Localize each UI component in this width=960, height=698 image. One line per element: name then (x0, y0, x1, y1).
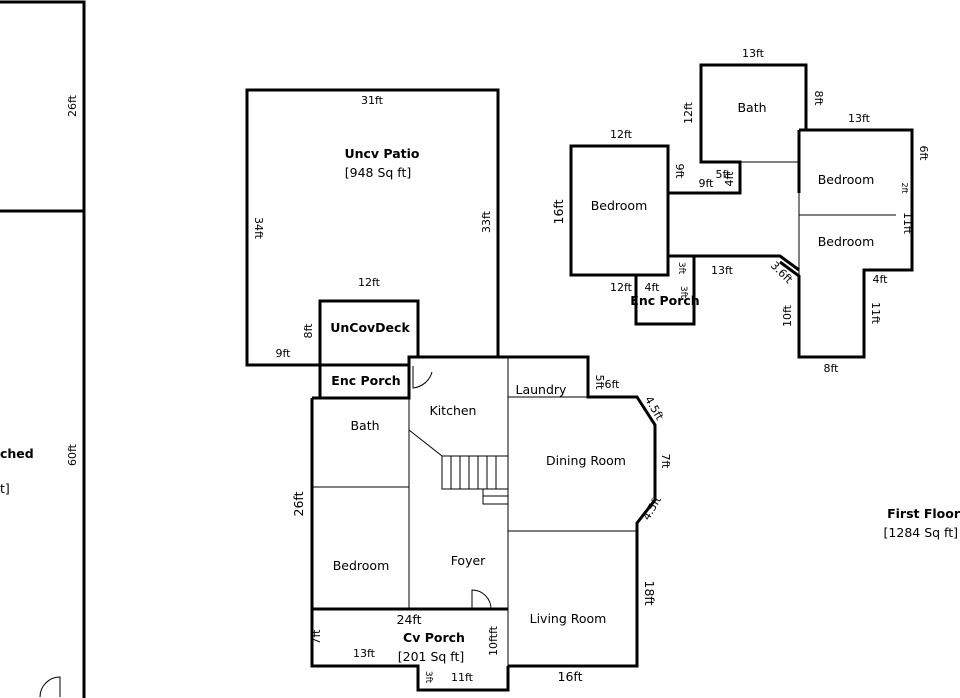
dim-living-18ft: 18ft (642, 581, 657, 606)
room-kitchen: Kitchen (430, 403, 477, 418)
left-building: 26ft 60ft ched t] (0, 0, 86, 698)
dim-upper-bath-top: 13ft (742, 47, 765, 60)
cv-porch-area: [201 Sq ft] (398, 649, 465, 664)
room-living: Living Room (530, 611, 607, 626)
dim-upper-right-2ft: 2ft (900, 183, 909, 194)
room-foyer: Foyer (451, 553, 486, 568)
dim-dining-mid: 7ft (659, 454, 672, 470)
dim-patio-9ft: 9ft (276, 347, 292, 360)
main-house: Enc Porch Kitchen Laundry (291, 355, 672, 692)
dim-upper-bath-left: 12ft (682, 101, 695, 124)
patio: 31ft Uncv Patio [948 Sq ft] 34ft 33ft 9f… (245, 88, 500, 367)
dim-cvporch-left: 7ft (310, 629, 323, 645)
upper-bedroom-right-bottom: Bedroom (818, 234, 875, 249)
dim-upper-bottom: 8ft (824, 362, 840, 375)
dim-patio-top: 31ft (361, 94, 384, 107)
dim-cvporch-right: 10ftft (487, 625, 500, 656)
dim-upper-9ft-v: 9ft (673, 164, 686, 180)
dim-upper-porch-4ft: 4ft (645, 281, 661, 294)
dim-upper-left-10ft: 10ft (781, 304, 794, 327)
dim-upper-right-top: 13ft (848, 112, 871, 125)
dim-upper-right-11ft-b: 11ft (869, 302, 882, 325)
dim-cvporch-top: 24ft (397, 612, 422, 627)
dim-left-26ft-main: 26ft (291, 491, 306, 516)
dim-upper-bed-bottom: 12ft (610, 281, 633, 294)
dim-cvporch-11ft: 11ft (451, 671, 474, 684)
dim-deck-left: 8ft (302, 323, 315, 339)
dim-upper-porch-3ft-a: 3ft (676, 262, 686, 275)
floor-name: First Floor (887, 506, 960, 521)
dim-upper-right-4ft: 4ft (873, 273, 889, 286)
dim-bottom-16ft: 16ft (558, 669, 583, 684)
dim-patio-left: 34ft (252, 217, 265, 240)
upper-bedroom-left: Bedroom (591, 198, 648, 213)
door-swing-icon (412, 366, 433, 389)
dim-upper-9ft: 9ft (699, 177, 715, 190)
dim-upper-bed-left: 16ft (551, 199, 566, 224)
stairs-icon (441, 455, 509, 505)
room-laundry: Laundry (516, 382, 568, 397)
upper-enc-porch: Enc Porch (630, 293, 699, 308)
dim-upper-right-6ft: 6ft (917, 146, 930, 162)
dim-upper-bed-top: 12ft (610, 128, 633, 141)
left-building-label: ched (0, 446, 34, 461)
deck-label: UnCovDeck (330, 320, 410, 335)
upper-bedroom-right-top: Bedroom (818, 172, 875, 187)
dim-cvporch-13ft: 13ft (353, 647, 376, 660)
dim-upper-5ft: 5ft (716, 168, 732, 181)
dim-upper-corridor: 13ft (711, 264, 734, 277)
room-dining: Dining Room (546, 453, 626, 468)
dim-dining-bot: 4.5ft (640, 493, 664, 522)
dim-left-60ft: 60ft (66, 443, 79, 466)
floor-summary: First Floor [1284 Sq ft] (884, 506, 960, 540)
dim-upper-porch-3ft-b: 3ft (678, 286, 688, 299)
dim-laundry-5ft: 5ft (593, 375, 606, 391)
uncov-deck: 12ft 8ft UnCovDeck (302, 276, 420, 365)
dim-patio-right: 33ft (480, 210, 493, 233)
door-swing-icon (39, 676, 61, 698)
dim-upper-4ft: 4ft (723, 171, 736, 187)
room-bath: Bath (350, 418, 379, 433)
dim-upper-right-11ft: 11ft (901, 212, 914, 235)
dim-left-26ft: 26ft (66, 94, 79, 117)
patio-label: Uncv Patio (344, 146, 419, 161)
dim-cvporch-step: 3ft (423, 671, 433, 684)
cv-porch-label: Cv Porch (403, 630, 465, 645)
patio-area: [948 Sq ft] (345, 165, 412, 180)
upper-floor: Bath Bedroom Bedroom Bedroom Enc Porch 1… (551, 47, 930, 375)
enc-porch-main-label: Enc Porch (331, 373, 400, 388)
left-building-area: t] (0, 481, 10, 496)
dim-upper-bath-right: 8ft (812, 91, 825, 107)
room-bedroom: Bedroom (333, 558, 390, 573)
floor-area: [1284 Sq ft] (884, 525, 958, 540)
dim-laundry-6ft: 6ft (605, 378, 621, 391)
dim-deck-top: 12ft (358, 276, 381, 289)
upper-bath: Bath (737, 100, 766, 115)
door-swing-icon (471, 589, 492, 610)
